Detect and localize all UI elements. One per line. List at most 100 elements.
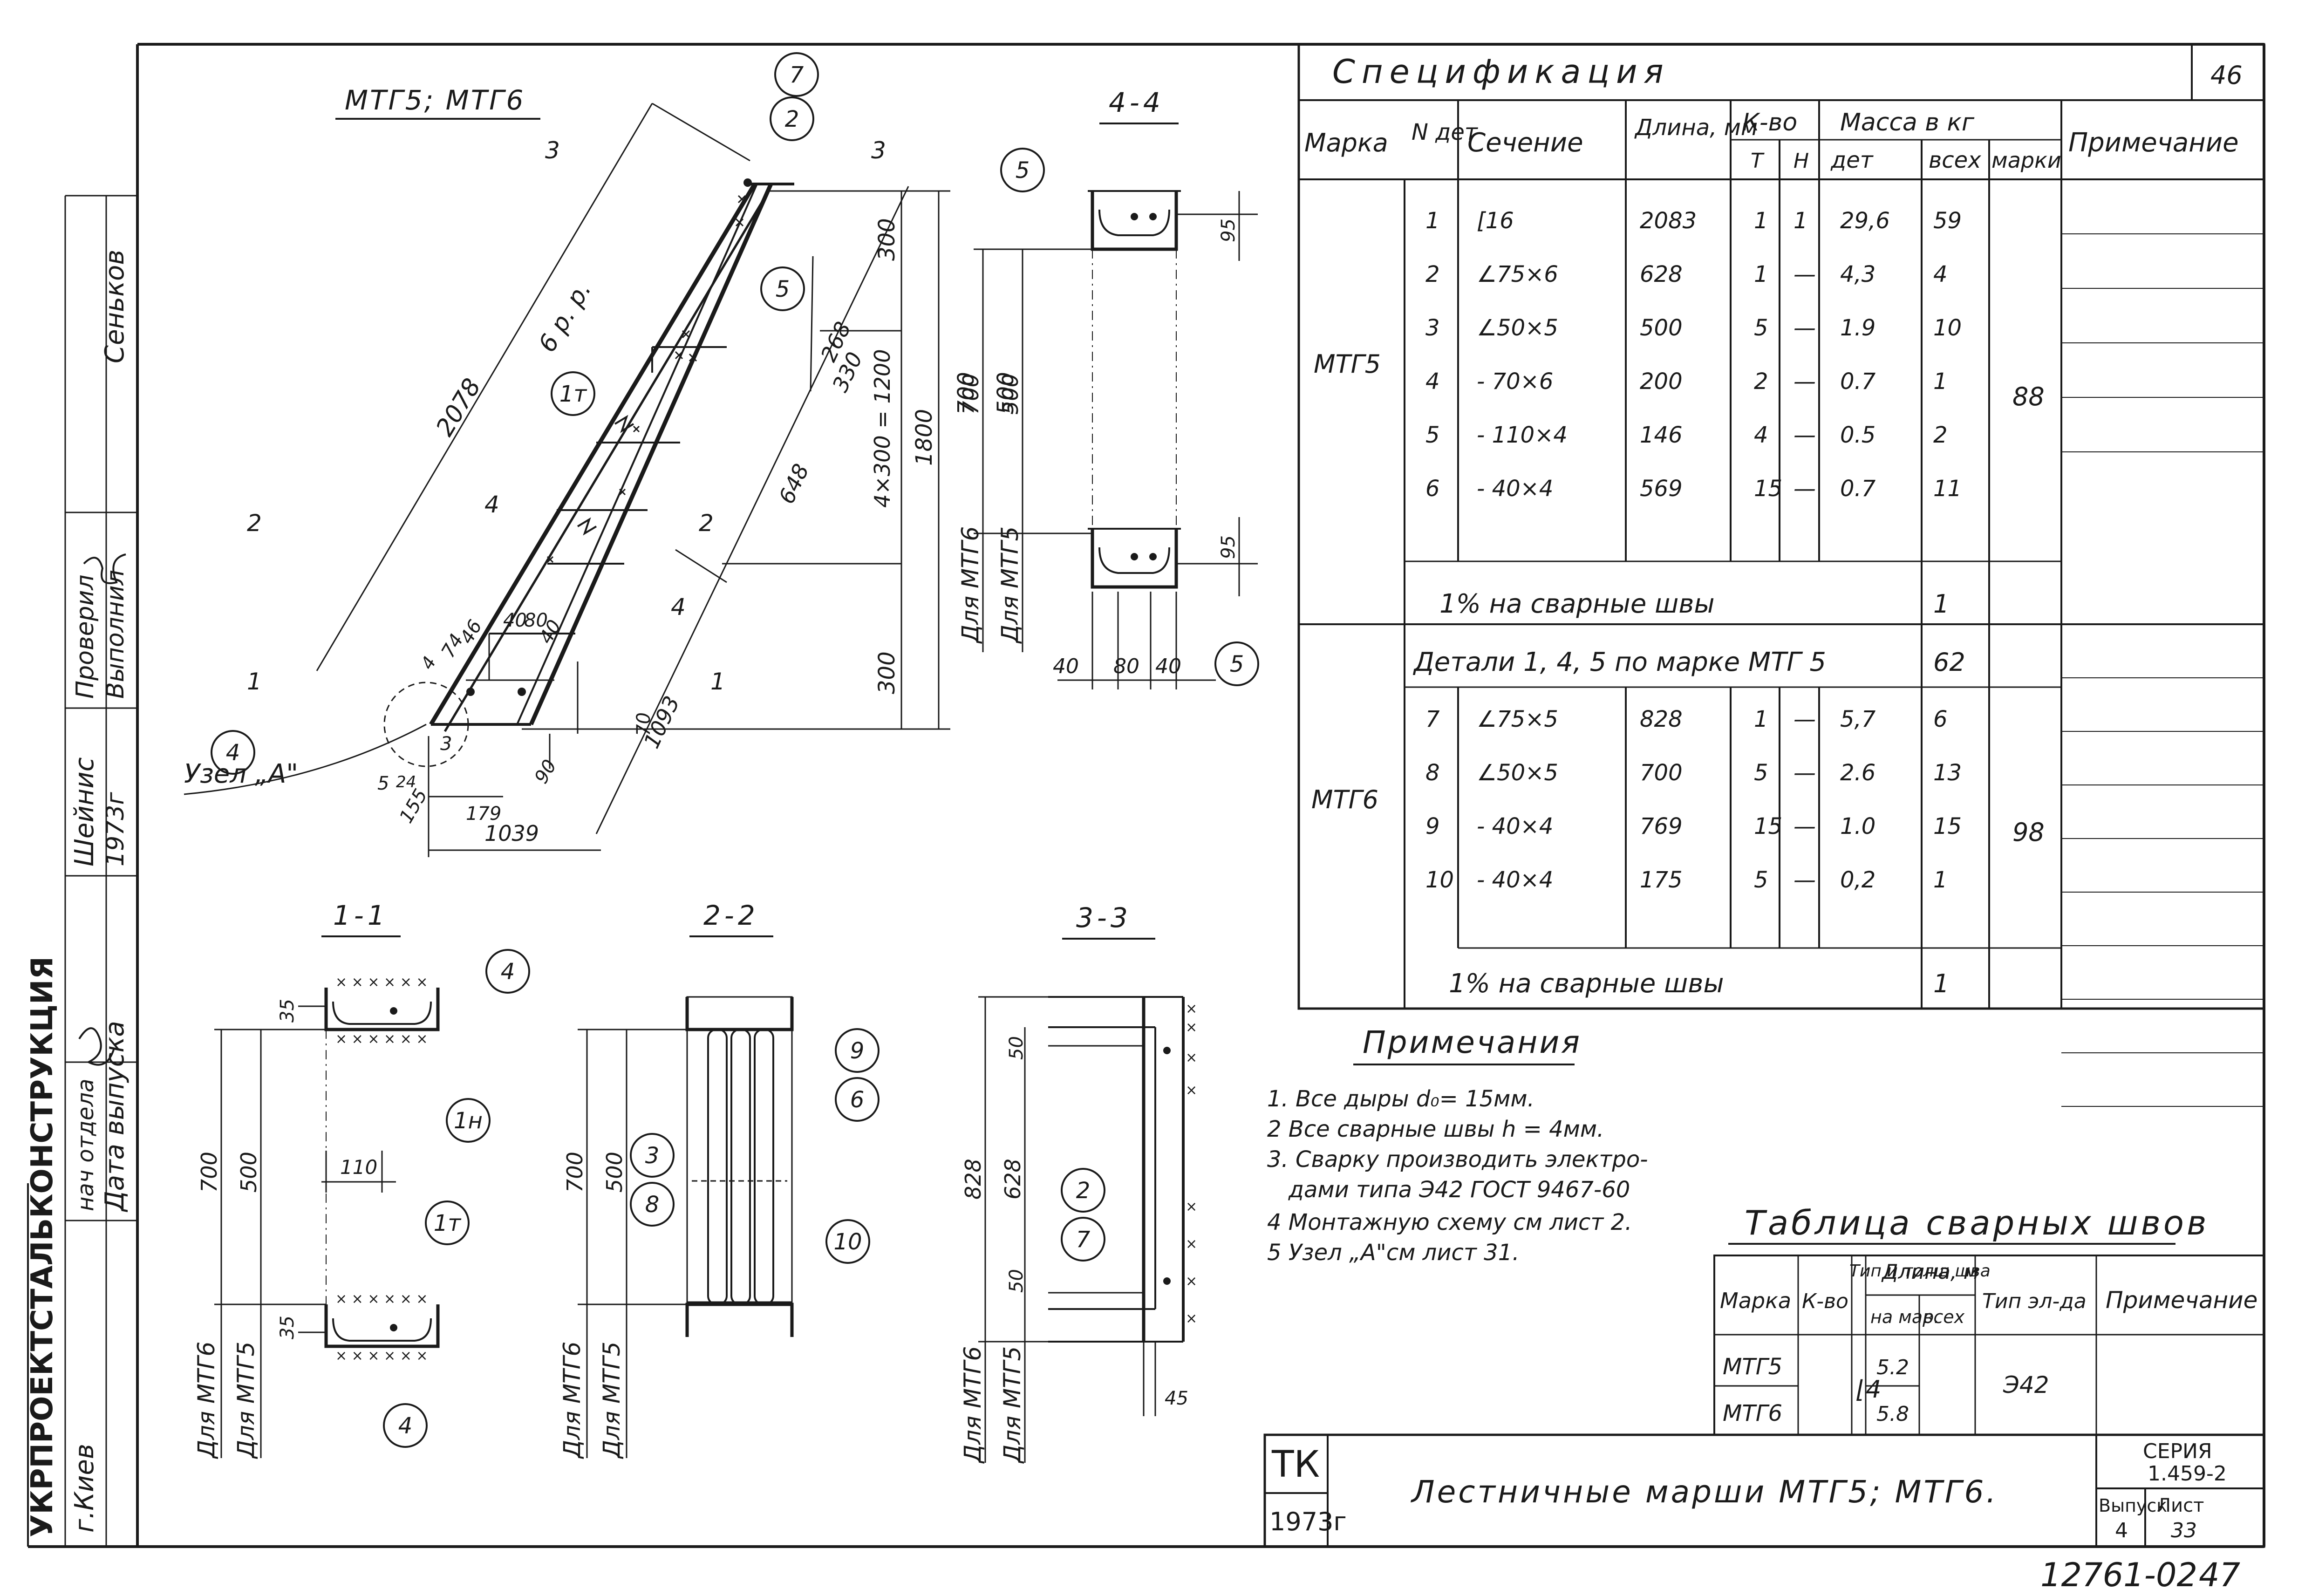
section-44-title: 4-4 (1109, 87, 1164, 118)
spec-g2-r3-c2: - 40×4 (1477, 813, 1553, 839)
dim-4: 4 (417, 653, 440, 673)
spec-g1-r5-c3: 146 (1640, 422, 1683, 448)
weld-crosses-33a: × (1186, 1001, 1197, 1017)
tb-issue-label: Выпуск (2099, 1495, 2167, 1516)
welds-electrode: Э42 (2003, 1371, 2049, 1398)
callout-4: 4 (226, 740, 240, 766)
s33-callout-2-circle (1061, 1168, 1105, 1213)
spec-g2-r2-c1: 8 (1425, 760, 1440, 786)
s44-callout-5-bot: 5 (1230, 651, 1244, 677)
cut-3-left: 3 (545, 137, 560, 164)
spec-g1-r2-c1: 2 (1425, 261, 1440, 287)
spec-g2-r2-c7: 13 (1933, 760, 1962, 786)
spec-g1-r2-c4: 1 (1754, 261, 1768, 287)
spec-h-h: Н (1794, 149, 1809, 173)
spec-h-mass: Масса в кг (1840, 109, 1975, 136)
section-33-title: 3-3 (1076, 902, 1132, 934)
s44-for-mtg6: Для МТГ6 (957, 526, 984, 644)
spec-h-marki: марки (1991, 148, 2061, 173)
section-1-1: 1-1 × × × × × × × × × × × × × × × × × × … (193, 900, 530, 1459)
welds-h-all: всех (1923, 1307, 1965, 1327)
s33-for-mtg6: Для МТГ6 (959, 1346, 986, 1464)
s33-dim-50-bot: 50 (1006, 1269, 1027, 1293)
dim-700: 700 (953, 372, 979, 415)
spec-g2-r2-c2: ∠50×5 (1477, 760, 1558, 786)
s11-callout-4-top: 4 (501, 959, 515, 985)
spec-h-length: Длина, мм (1634, 115, 1758, 141)
spec-h-all: всех (1929, 147, 1981, 173)
main-elevation: МТГ5; МТГ6 (184, 52, 1019, 857)
spec-g1-r6-c2: - 40×4 (1477, 476, 1553, 502)
weld-crosses-33c: × (1186, 1050, 1197, 1066)
welds-h-mark: Марка (1720, 1288, 1791, 1313)
section-11-title: 1-1 (333, 900, 389, 931)
spec-g2-r1-c1: 7 (1425, 706, 1440, 732)
s33-callout-2: 2 (1076, 1178, 1091, 1204)
stamp-date-label: Дата выпуска (100, 1021, 130, 1213)
note-4: 4 Монтажную схему см лист 2. (1267, 1209, 1632, 1235)
tb-tk: ТК (1271, 1444, 1320, 1486)
spec-g2-r3-c1: 9 (1425, 813, 1440, 839)
callout-2: 2 (785, 106, 799, 132)
spec-g2-r4-c3: 175 (1640, 867, 1683, 893)
s11-callout-4-top-circle (485, 949, 530, 994)
spec-g2-r1-c2: ∠75×5 (1477, 706, 1558, 732)
s11-callout-4-bot: 4 (398, 1413, 413, 1439)
callout-2-circle (770, 96, 814, 141)
spec-g1-r1-c6: 29,6 (1840, 208, 1890, 234)
tb-sheet-label: Лист (2157, 1495, 2204, 1516)
spec-group2-welds-value: 1 (1933, 969, 1949, 998)
spec-g1-r3-c4: 5 (1754, 315, 1768, 341)
welds-h-per-mark: на мар. (1870, 1307, 1939, 1327)
weld-crosses-11b: × × × × × × (335, 1031, 428, 1047)
note-1: 1. Все дыры d₀= 15мм. (1267, 1086, 1534, 1112)
spec-g1-r6-c5: — (1794, 476, 1816, 502)
callout-1t-circle (551, 371, 595, 416)
dim-300-bot: 300 (874, 651, 900, 694)
spec-g2-r3-c5: — (1794, 813, 1816, 839)
s22-callout-10-circle (825, 1219, 870, 1264)
spec-g2-r2-c6: 2.6 (1840, 760, 1875, 786)
welds-h-note: Примечание (2106, 1287, 2257, 1314)
footer-number: 47 (2199, 1556, 2240, 1594)
spec-h-det: дет (1830, 147, 1874, 173)
cut-2-left: 2 (247, 510, 262, 537)
spec-g2-r3-c7: 15 (1933, 813, 1962, 839)
s22-callout-9-circle (835, 1028, 880, 1073)
spec-g1-r2-c6: 4,3 (1840, 261, 1875, 287)
note-5: 5 Узел „А"см лист 31. (1267, 1240, 1520, 1266)
spec-group1-welds-label: 1% на сварные швы (1439, 589, 1715, 619)
s44-for-mtg5: Для МТГ5 (996, 526, 1023, 644)
spec-g1-r6-c6: 0.7 (1840, 476, 1876, 502)
s11-callout-1t-circle (425, 1200, 470, 1245)
s44-dim-40b: 40 (1155, 655, 1181, 678)
s33-callout-7-circle (1061, 1217, 1105, 1262)
spec-g1-r1-c1: 1 (1425, 208, 1440, 234)
callout-4-circle (211, 730, 255, 775)
dim-1039: 1039 (484, 821, 539, 846)
spec-title: Спецификация (1332, 53, 1670, 91)
signature (78, 553, 126, 1066)
spec-h-mark: Марка (1304, 128, 1388, 157)
dim-500: 500 (993, 372, 1019, 415)
dim-4x300: 4×300 = 1200 (870, 349, 895, 508)
dim-3: 3 (440, 733, 452, 755)
weld-crosses-33h: × (1186, 1310, 1197, 1327)
spec-g1-r1-c3: 2083 (1640, 208, 1697, 234)
spec-g1-r3-c7: 10 (1933, 315, 1962, 341)
welds-h-qty: К-во (1802, 1289, 1848, 1313)
tb-year: 1973г (1269, 1507, 1347, 1536)
dim-5: 5 (377, 773, 389, 794)
dim-70: 70 (633, 712, 655, 736)
spec-g1-r2-c7: 4 (1933, 261, 1948, 287)
spec-row-lines (2061, 233, 2264, 1107)
s44-dim-500: 500 (998, 374, 1023, 415)
spec-g1-r5-c6: 0.5 (1840, 422, 1875, 448)
spec-g2-r2-c5: — (1794, 760, 1816, 786)
s11-dim-110: 110 (340, 1156, 377, 1179)
spec-g2-r1-c3: 828 (1640, 706, 1683, 732)
